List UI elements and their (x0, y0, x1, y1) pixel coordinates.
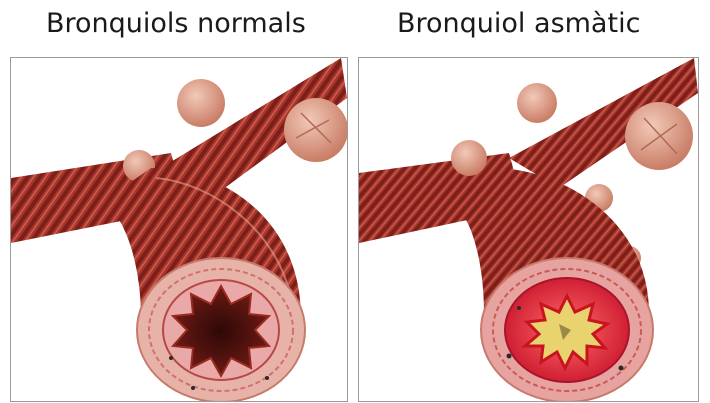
alveolus (284, 98, 347, 162)
panel-normal (10, 57, 348, 402)
alveolus (625, 102, 693, 170)
alveolus (451, 140, 487, 176)
title-normal-bronchioles: Bronquiols normals (46, 8, 306, 39)
alveolus (177, 79, 225, 127)
title-asthmatic-bronchiole: Bronquiol asmàtic (397, 8, 640, 39)
alveolus (517, 83, 557, 123)
normal-bronchiole-illustration (11, 58, 347, 401)
asthmatic-bronchiole-illustration (359, 58, 698, 401)
panel-asthmatic (358, 57, 699, 402)
